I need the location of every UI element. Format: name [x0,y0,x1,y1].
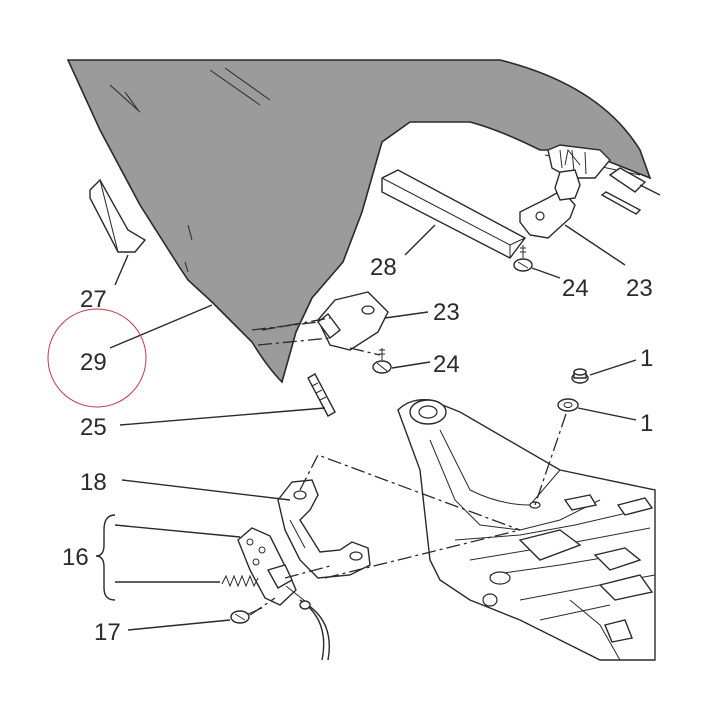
seat-tail-bracket [547,144,611,179]
leader-29 [109,304,213,349]
dash-washer-to-frame [534,413,567,506]
part-1-washer [557,398,579,412]
label-28: 28 [370,254,397,281]
part-16-latch-plate [237,527,331,661]
part-24-upper-screw [513,245,533,272]
leader-24-top [531,267,561,279]
leader-16-upper [114,524,241,538]
brace-16 [95,514,116,601]
leader-23-mid [384,311,429,319]
label-24-mid: 24 [433,351,460,378]
part-27-pad [89,178,147,253]
label-24-top: 24 [562,275,589,302]
label-25: 25 [80,414,107,441]
small-pad-top-right [600,167,661,215]
part-16-spring [221,574,259,588]
part-24-middle-screw [349,347,392,374]
part-25-pin [307,373,336,417]
label-23-top: 23 [626,275,653,302]
leader-24-mid [391,361,431,369]
part-17-screw [230,597,276,624]
leader-25 [119,407,326,426]
leader-27 [114,254,129,286]
part-23-middle-bracket [251,291,389,351]
highlight-circle-29 [47,308,147,408]
rear-subframe [397,399,656,661]
leader-23-top [564,224,626,266]
label-17: 17 [94,619,121,646]
label-1-top: 1 [640,345,653,372]
leader-28 [404,224,436,256]
leader-1-top [589,359,637,376]
label-29: 29 [80,349,107,376]
part-18-latch-bracket [277,479,371,579]
label-1-bottom: 1 [640,410,653,437]
leader-1-bottom [577,407,637,421]
part-23-upper-bracket [519,148,581,239]
dash-bracket-upper [299,454,521,531]
part-28-foam-block [381,169,527,259]
part-1-bolt [571,368,589,384]
leader-18 [121,479,291,501]
label-16: 16 [62,544,89,571]
dash-bracket-lower [324,529,521,579]
label-27: 27 [80,286,107,313]
label-23-mid: 23 [433,299,460,326]
label-18: 18 [80,469,107,496]
leader-17 [127,619,231,631]
